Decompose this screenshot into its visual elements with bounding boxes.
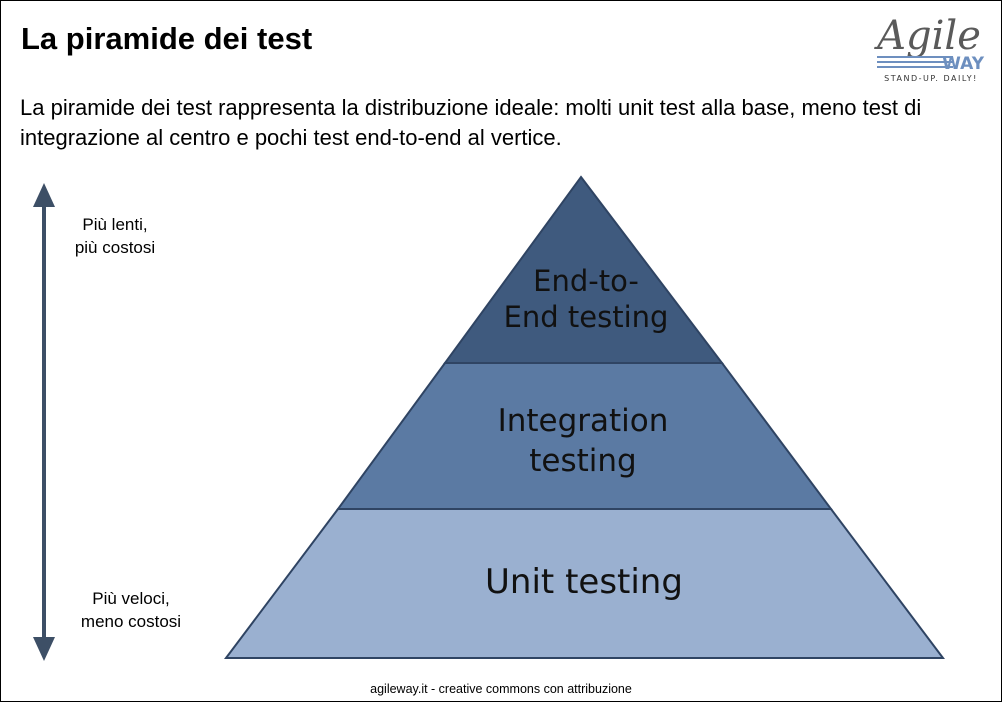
description-text: La piramide dei test rappresenta la dist… — [20, 95, 922, 150]
footer-credit: agileway.it - creative commons con attri… — [370, 682, 632, 696]
pyramid-layer-e2e — [443, 175, 725, 364]
slow-costly-line2: più costosi — [74, 238, 156, 257]
slow-costly-line1: Più lenti, — [82, 215, 148, 234]
slow-costly-label: Più lenti, più costosi — [63, 213, 167, 259]
logo-sub: WAY — [942, 54, 985, 74]
e2e-label-line2: End testing — [504, 300, 669, 334]
fast-cheap-line2: meno costosi — [80, 612, 182, 631]
agileway-logo: Agile WAY STAND-UP. DAILY! — [873, 11, 989, 85]
unit-label: Unit testing — [485, 562, 683, 602]
page-title: La piramide dei test — [21, 21, 313, 56]
integration-label-line2: testing — [529, 443, 636, 479]
logo-word: Agile — [873, 13, 981, 59]
integration-label-line1: Integration — [498, 403, 669, 439]
logo-tagline: STAND-UP. DAILY! — [884, 74, 978, 83]
double-vertical-arrow-icon — [33, 183, 55, 661]
fast-cheap-line1: Più veloci, — [92, 589, 170, 608]
e2e-label-line1: End-to- — [533, 264, 639, 298]
fast-cheap-label: Più veloci, meno costosi — [61, 587, 201, 633]
